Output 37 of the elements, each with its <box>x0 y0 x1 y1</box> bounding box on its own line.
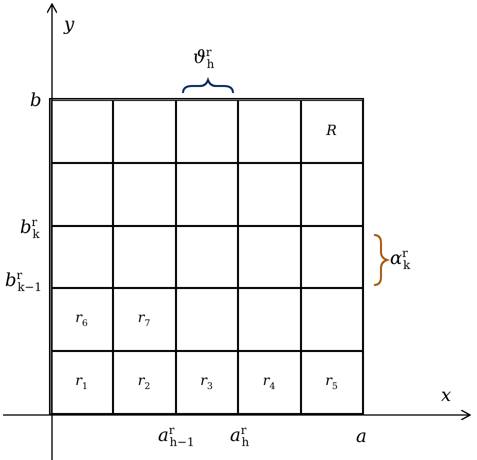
math-label: a <box>356 428 367 446</box>
grid-cell <box>238 288 300 350</box>
grid-cell <box>300 226 362 288</box>
axis-label: x <box>441 387 452 405</box>
cell-label: r$_{6}$ <box>75 310 88 328</box>
cell-label: r$_{1}$ <box>75 372 88 392</box>
grid-cell <box>50 162 112 226</box>
grid-cell <box>300 288 362 350</box>
grid-cell <box>50 350 112 414</box>
axis-label: y <box>64 16 74 34</box>
grid-cell <box>50 100 112 162</box>
grid-cell <box>238 162 300 226</box>
grid-cell <box>50 226 112 288</box>
cell-label: r$_{5}$ <box>325 372 338 392</box>
grid-cell <box>112 100 176 162</box>
cell-label: r$_{2}$ <box>138 372 150 392</box>
cell-label: R <box>326 123 337 139</box>
grid-cell <box>50 288 112 350</box>
grid-cell <box>112 288 176 350</box>
cell-label: r$_{7}$ <box>138 310 150 328</box>
grid-cell <box>112 162 176 226</box>
grid-cell <box>176 350 238 414</box>
grid-cell <box>112 226 176 288</box>
grid-cell <box>112 350 176 414</box>
grid-cell <box>238 226 300 288</box>
grid-cell <box>300 350 362 414</box>
math-label: b <box>30 92 42 110</box>
cell-label: r$_{4}$ <box>262 372 276 392</box>
grid-cell <box>176 226 238 288</box>
grid-cell <box>176 288 238 350</box>
grid-cell <box>176 100 238 162</box>
cell-label: r$_{3}$ <box>200 372 213 392</box>
grid-cell <box>238 100 300 162</box>
grid-cell <box>300 100 362 162</box>
grid-cell <box>238 350 300 414</box>
grid-cell <box>300 162 362 226</box>
grid-cell <box>176 162 238 226</box>
